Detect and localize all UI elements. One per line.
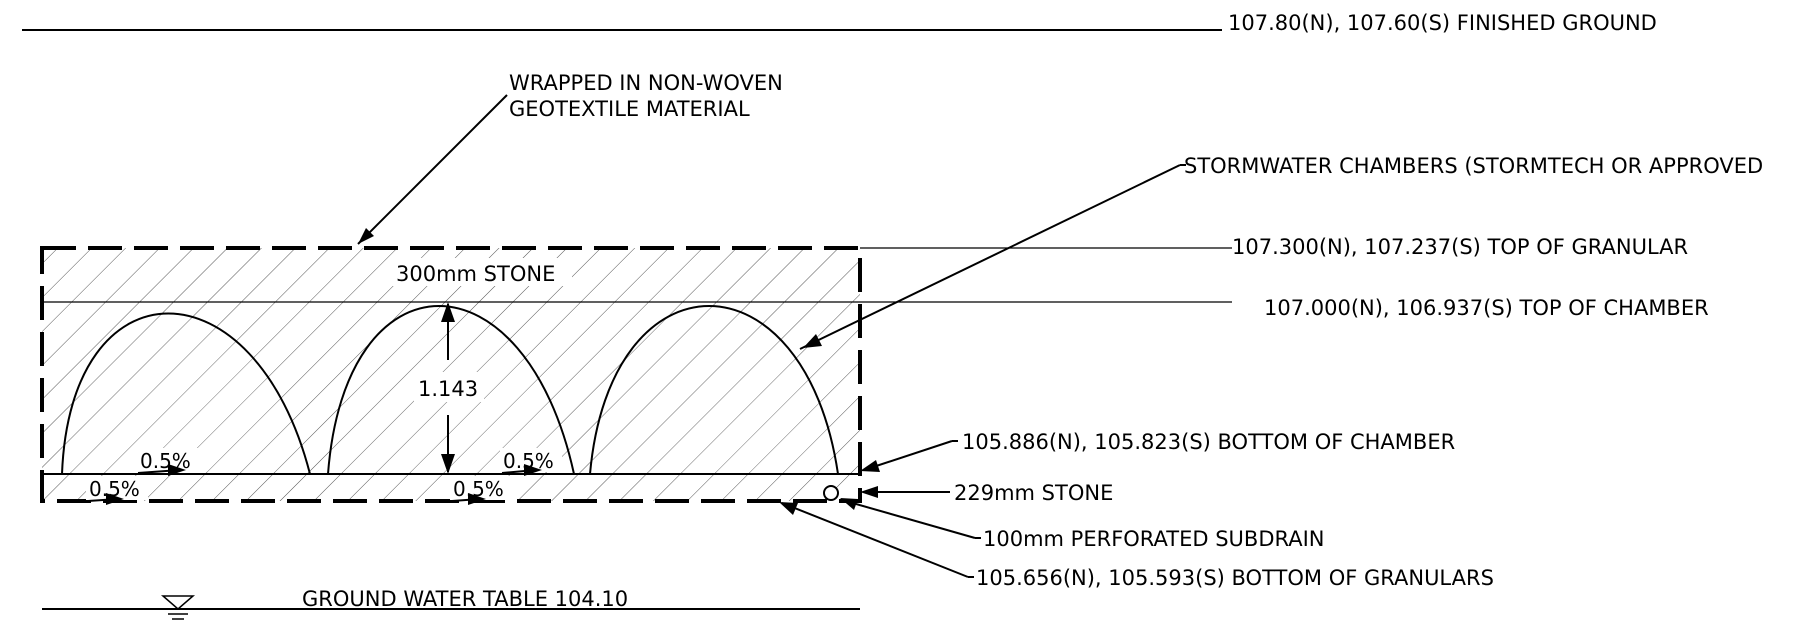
stone-300-label: 300mm STONE bbox=[396, 262, 555, 286]
bottom-of-granulars-leader bbox=[781, 502, 969, 578]
chamber-height-label: 1.143 bbox=[418, 377, 478, 401]
stormwater-chambers-leader bbox=[799, 164, 1181, 350]
bottom-of-chamber-label: 105.886(N), 105.823(S) BOTTOM OF CHAMBER bbox=[962, 430, 1455, 454]
stone-229-label: 229mm STONE bbox=[954, 481, 1113, 505]
geotextile-label-line2: GEOTEXTILE MATERIAL bbox=[509, 97, 750, 121]
geotextile-leader bbox=[357, 94, 508, 245]
water-table-symbol bbox=[160, 595, 196, 610]
finished-ground-label: 107.80(N), 107.60(S) FINISHED GROUND bbox=[1228, 11, 1657, 35]
stormwater-chambers-arrow bbox=[803, 334, 822, 348]
perforated-subdrain-pipe bbox=[823, 485, 839, 501]
chamber-height-arrow-bottom bbox=[441, 454, 455, 474]
stormwater-chambers-label: STORMWATER CHAMBERS (STORMTECH OR APPROV… bbox=[1184, 154, 1763, 178]
geotextile-label-line1: WRAPPED IN NON-WOVEN bbox=[509, 71, 783, 95]
stormwater-chamber-2 bbox=[327, 305, 575, 475]
subdrain-label: 100mm PERFORATED SUBDRAIN bbox=[983, 527, 1325, 551]
subdrain-leader bbox=[841, 499, 976, 539]
bottom-of-chamber-leader bbox=[863, 440, 953, 471]
ground-water-table-label: GROUND WATER TABLE 104.10 bbox=[302, 587, 628, 611]
geotextile-wrap-boundary bbox=[40, 246, 862, 503]
top-of-granular-label: 107.300(N), 107.237(S) TOP OF GRANULAR bbox=[1232, 235, 1688, 259]
stormwater-chamber-1 bbox=[61, 312, 311, 475]
chamber-height-arrow-top bbox=[441, 302, 455, 322]
top-of-chamber-label: 107.000(N), 106.937(S) TOP OF CHAMBER bbox=[1264, 296, 1709, 320]
stormwater-chamber-3 bbox=[589, 305, 839, 475]
geotextile-arrow bbox=[358, 228, 374, 244]
bottom-of-granulars-label: 105.656(N), 105.593(S) BOTTOM OF GRANULA… bbox=[976, 566, 1494, 590]
